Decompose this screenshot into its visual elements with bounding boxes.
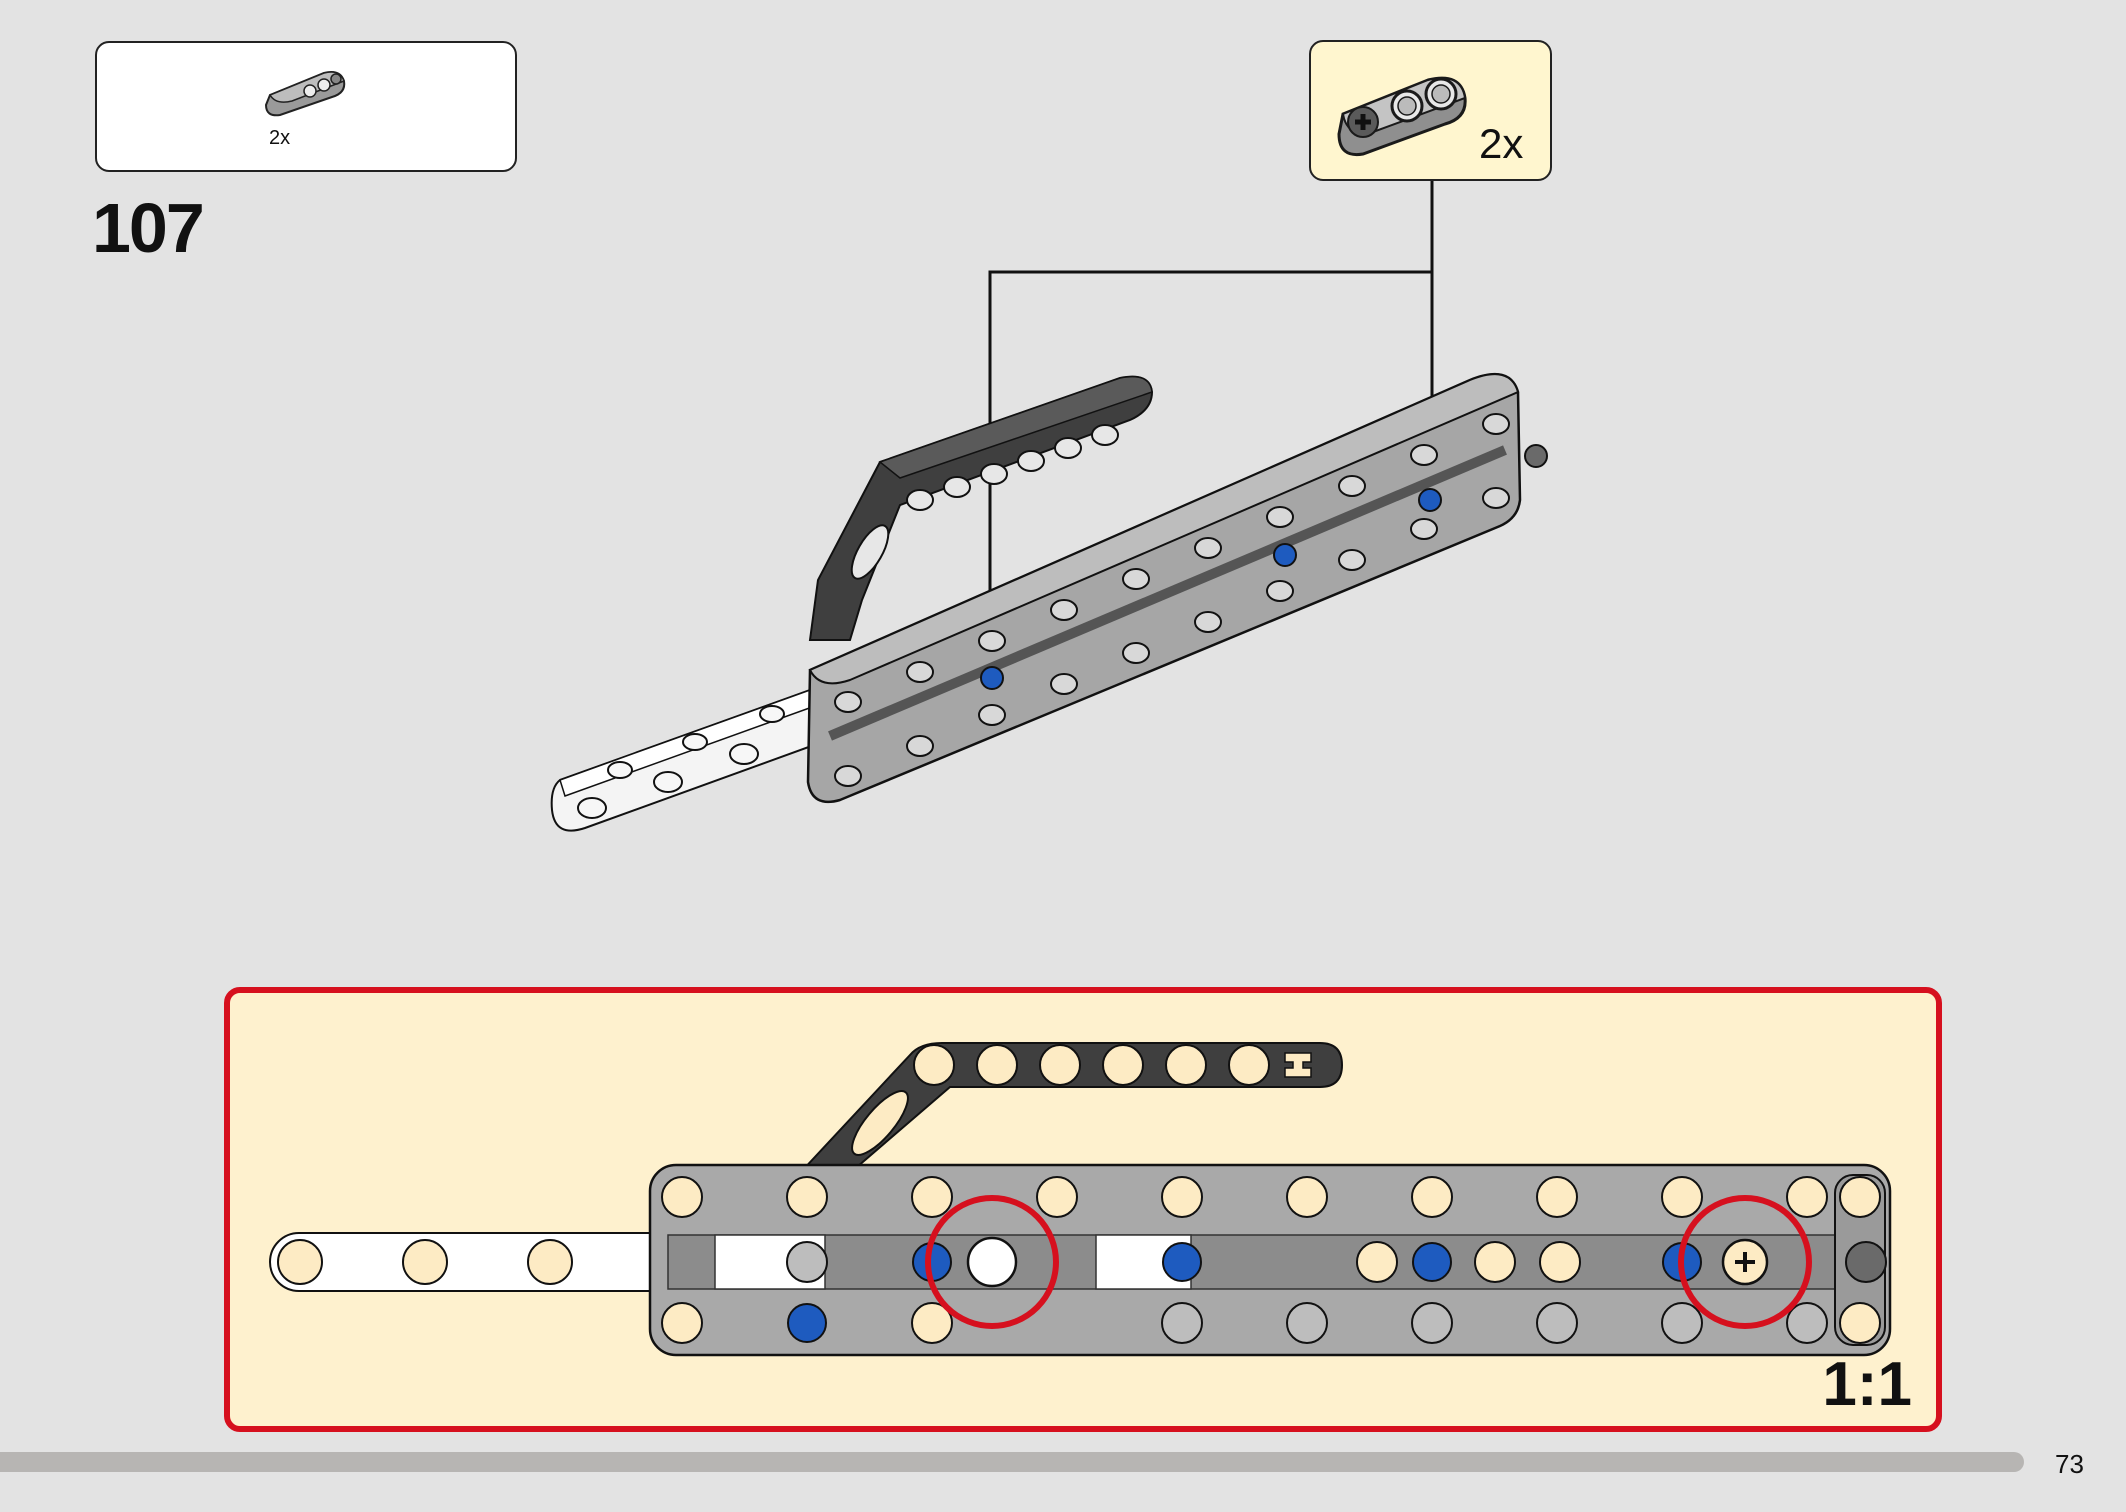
axle-end-icon	[1524, 444, 1548, 468]
detail-dark-beam	[797, 1042, 1344, 1174]
highlight-circle-right	[1678, 1195, 1812, 1329]
callout-quantity: 2x	[1479, 120, 1524, 167]
page-progress-bar	[0, 1452, 2024, 1472]
highlight-circle-left	[925, 1195, 1059, 1329]
detail-gray-frame	[648, 1163, 1892, 1357]
white-beam	[550, 688, 830, 832]
step-number: 107	[92, 189, 205, 267]
callout-box: 2x	[1309, 40, 1552, 181]
blue-pin-icon	[980, 666, 1004, 690]
detail-illustration	[269, 1042, 1892, 1357]
blue-pin-icon	[787, 1242, 1702, 1343]
axle-end-icon	[1845, 1241, 1887, 1283]
page-number: 73	[2055, 1449, 2084, 1479]
parts-quantity: 2x	[269, 127, 291, 149]
connector-part-icon	[264, 71, 346, 117]
light-gray-frame	[806, 372, 1548, 804]
detail-white-beam	[269, 1232, 711, 1292]
dark-gray-bent-beam	[808, 375, 1154, 641]
detail-scale-box: 1:1	[224, 987, 1942, 1432]
connector-part-icon	[1337, 76, 1467, 157]
blue-pin-icon	[1418, 488, 1442, 512]
parts-list-box: 2x	[95, 41, 517, 172]
blue-pin-icon	[1273, 543, 1297, 567]
scale-label: 1:1	[1822, 1350, 1912, 1419]
axle-hole-icon	[1284, 1052, 1312, 1078]
